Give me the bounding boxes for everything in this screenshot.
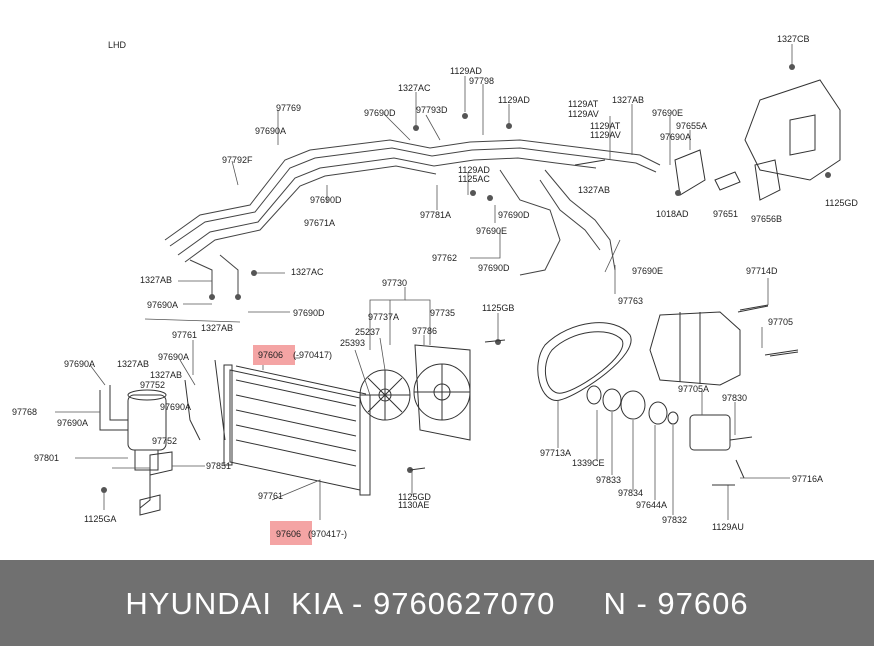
part-label: 1129AV [568, 109, 599, 119]
part-label: 97752 [152, 436, 178, 446]
part-label: 97763 [618, 296, 644, 306]
leader-lines [55, 44, 793, 534]
part-label: 97690E [632, 266, 664, 276]
mount-bracket [139, 451, 173, 516]
part-label: 1327AB [140, 275, 173, 285]
parts-diagram: LHD 97606 (-970417) 97606 (970417-) 1327… [12, 34, 858, 545]
part-label: 97713A [540, 448, 572, 458]
part-label: 97690E [476, 226, 508, 236]
part-label: 97801 [34, 453, 60, 463]
part-label: 97656B [751, 214, 783, 224]
corner-label-lhd: LHD [108, 40, 127, 50]
part-label: 1125GA [84, 514, 117, 524]
part-label: 97832 [662, 515, 688, 525]
part-label: 97761 [258, 491, 284, 501]
part-label: 97792F [222, 155, 253, 165]
highlight-bottom [270, 521, 312, 545]
bolts [409, 159, 799, 486]
part-label: 97834 [618, 488, 644, 498]
part-label: 1130AE [398, 500, 430, 510]
footer-bar: HYUNDAI KIA - 9760627070 N - 97606 [0, 560, 874, 646]
part-label: 1327AC [398, 83, 431, 93]
part-label: 1129AT [590, 121, 621, 131]
part-label: 1327AC [291, 267, 324, 277]
engine-block [674, 79, 841, 201]
part-label: 97690D [364, 108, 396, 118]
part-label: 1129AD [450, 66, 482, 76]
part-label: 97690D [478, 263, 510, 273]
part-label: 1129AU [712, 522, 744, 532]
part-label: 1129AD [458, 165, 490, 175]
part-label: 97762 [432, 253, 458, 263]
part-label: 97735 [430, 308, 456, 318]
part-label: 97690E [652, 108, 684, 118]
part-label: 97690A [57, 418, 89, 428]
part-label: 1129AD [498, 95, 530, 105]
part-label-97606-bottom: 97606 [276, 529, 302, 539]
part-note-top: (-970417) [293, 350, 333, 360]
part-label: 1327AB [612, 95, 645, 105]
part-label: 97716A [792, 474, 824, 484]
part-label: 97655A [676, 121, 708, 131]
part-label: 97833 [596, 475, 622, 485]
part-label: 97769 [276, 103, 302, 113]
compressor [649, 304, 799, 479]
part-label: 1327CB [777, 34, 810, 44]
part-label: 97851 [206, 461, 232, 471]
belt-and-pulleys [537, 322, 679, 425]
part-label: 1018AD [656, 209, 689, 219]
part-label: 97690A [660, 132, 692, 142]
receiver-drier [99, 359, 226, 509]
part-label: 1339CE [572, 458, 605, 468]
footer-caption: HYUNDAI KIA - 9760627070 N - 97606 [125, 586, 749, 621]
part-label: 97690A [64, 359, 96, 369]
part-label: 97761 [172, 330, 198, 340]
part-label: 97690A [158, 352, 190, 362]
part-label: 1129AT [568, 99, 599, 109]
part-label: 97644A [636, 500, 668, 510]
part-label: 1129AV [590, 130, 621, 140]
part-label: 25393 [340, 338, 366, 348]
part-label-97606-top: 97606 [258, 350, 284, 360]
part-label: 1327AB [150, 370, 183, 380]
part-label: 97752 [140, 380, 166, 390]
part-label: 97690A [147, 300, 179, 310]
part-label: 97690D [293, 308, 325, 318]
part-label: 1327AB [201, 323, 234, 333]
diagram-artwork [55, 44, 841, 534]
part-label: 1327AB [117, 359, 150, 369]
part-label: 1125GB [482, 303, 515, 313]
part-label: 97705 [768, 317, 794, 327]
ac-lines [164, 139, 661, 300]
part-label: 97690A [160, 402, 192, 412]
part-label: 97830 [722, 393, 748, 403]
part-note-bottom: (970417-) [308, 529, 348, 539]
part-label: 97690A [255, 126, 287, 136]
part-label: 97768 [12, 407, 38, 417]
highlight-top [253, 345, 295, 365]
part-label: 97705A [678, 384, 710, 394]
part-label: 1327AB [578, 185, 611, 195]
part-label: 97671A [304, 218, 336, 228]
part-label: 97690D [310, 195, 342, 205]
part-label: 1125AC [458, 174, 490, 184]
condenser [223, 364, 371, 496]
part-label: 97793D [416, 105, 448, 115]
fan-assembly [359, 344, 471, 441]
part-label: 97651 [713, 209, 739, 219]
part-label: 1125GD [398, 492, 431, 502]
part-label: 97714D [746, 266, 778, 276]
part-label: 97737A [368, 312, 400, 322]
fasteners [101, 64, 831, 493]
part-label: 97786 [412, 326, 438, 336]
part-label: 97781A [420, 210, 452, 220]
part-label: 97798 [469, 76, 495, 86]
part-label: 1125GD [825, 198, 858, 208]
part-label: 25237 [355, 327, 381, 337]
part-label: 97730 [382, 278, 408, 288]
part-label: 97690D [498, 210, 530, 220]
